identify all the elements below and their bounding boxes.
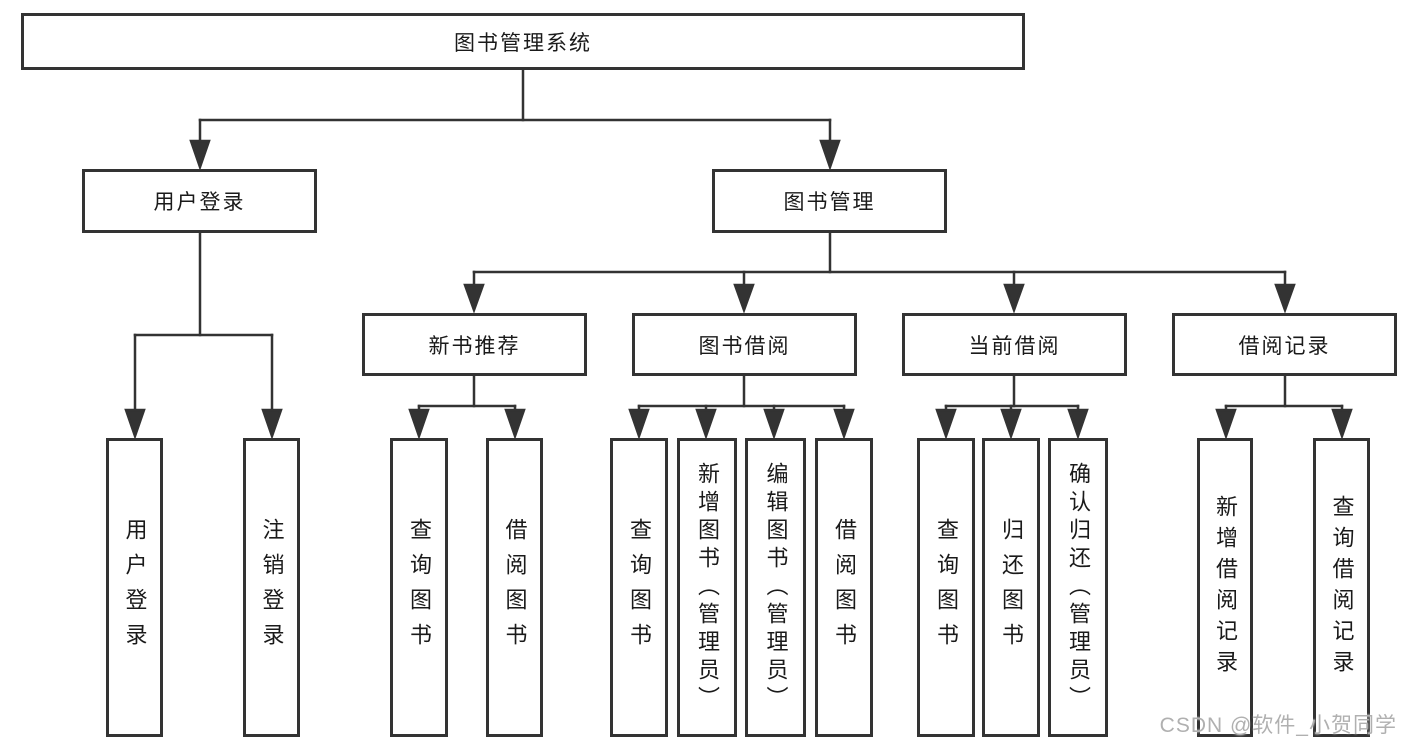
connector-login-to-leaves [124,231,283,440]
connector-mgmt-to-level3 [463,231,1296,314]
node-label: 借阅记录 [1238,334,1331,358]
node-borrow-records: 借阅记录 [1172,313,1397,376]
node-current-return-books: 归还图书 [982,438,1040,737]
node-library-system: 图书管理系统 [21,13,1025,70]
node-label: 新增借阅记录 [1213,494,1238,681]
arrow-down-icon [504,408,526,440]
node-label: 新书推荐 [428,334,521,358]
arrow-down-icon [695,408,717,440]
node-label: 查询借阅记录 [1329,494,1355,681]
arrow-down-icon [261,408,283,440]
node-records-query-record: 查询借阅记录 [1313,438,1370,737]
node-label: 图书借阅 [698,334,791,358]
node-label: 图书管理 [783,191,876,214]
connector-recommend-to-leaves [408,375,526,440]
node-book-management: 图书管理 [712,169,947,233]
node-label: 查询图书 [627,517,652,658]
connector-root-to-level2 [189,68,841,171]
node-label: 注销登录 [259,517,285,658]
arrow-down-icon [1331,408,1353,440]
node-recommend-borrow-books: 借阅图书 [486,438,543,737]
node-current-query-books: 查询图书 [917,438,975,737]
arrow-down-icon [124,408,146,440]
node-label: 确认归还（管理员） [1066,461,1091,714]
node-label: 编辑图书（管理员） [763,461,789,714]
arrow-down-icon [935,408,957,440]
arrow-down-icon [1067,408,1089,440]
connector-borrow-to-leaves [628,375,855,440]
node-label: 新增图书（管理员） [695,461,720,714]
node-login-logout: 注销登录 [243,438,300,737]
arrow-down-icon [833,408,855,440]
node-current-borrow: 当前借阅 [902,313,1127,376]
node-label: 用户登录 [153,191,246,214]
arrow-down-icon [1000,408,1022,440]
node-records-add-record: 新增借阅记录 [1197,438,1253,737]
node-label: 归还图书 [999,517,1024,658]
node-recommend-query-books: 查询图书 [390,438,448,737]
node-borrow-add-books-admin: 新增图书（管理员） [677,438,737,737]
node-label: 借阅图书 [832,517,857,658]
node-user-login: 用户登录 [82,169,317,233]
node-label: 查询图书 [407,517,432,658]
node-label: 用户登录 [122,517,148,658]
node-login-user-login: 用户登录 [106,438,163,737]
connector-current-to-leaves [935,375,1089,440]
node-borrow-borrow-books: 借阅图书 [815,438,873,737]
arrow-down-icon [463,283,485,314]
node-label: 查询图书 [934,517,959,658]
arrow-down-icon [763,408,785,440]
csdn-watermark: CSDN @软件_小贺同学 [1159,714,1397,737]
arrow-down-icon [189,139,211,171]
node-label: 图书管理系统 [454,31,592,55]
arrow-down-icon [1215,408,1237,440]
arrow-down-icon [819,139,841,171]
arrow-down-icon [408,408,430,440]
node-current-confirm-return-admin: 确认归还（管理员） [1048,438,1108,737]
node-label: 当前借阅 [968,334,1061,358]
connector-records-to-leaves [1215,375,1353,440]
arrow-down-icon [733,283,755,314]
node-label: 借阅图书 [502,517,528,658]
arrow-down-icon [628,408,650,440]
node-borrow-edit-books-admin: 编辑图书（管理员） [745,438,806,737]
node-borrow-query-books: 查询图书 [610,438,668,737]
arrow-down-icon [1003,283,1025,314]
node-book-borrow: 图书借阅 [632,313,857,376]
arrow-down-icon [1274,283,1296,314]
node-new-book-recommend: 新书推荐 [362,313,587,376]
